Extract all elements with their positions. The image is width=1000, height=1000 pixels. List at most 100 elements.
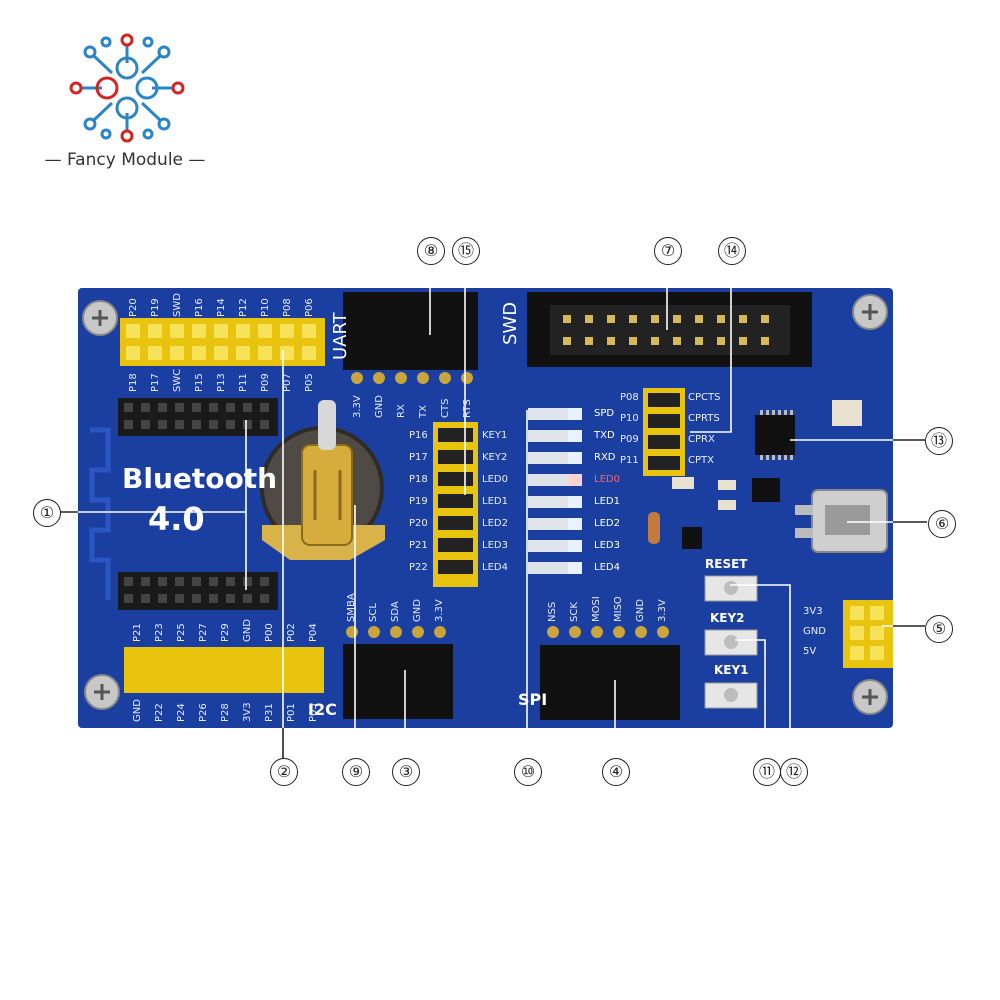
- callout-marker: ⑨: [342, 758, 370, 786]
- chip-pin: [772, 455, 775, 460]
- socket-hole: [192, 403, 201, 412]
- power-pin: [870, 626, 884, 640]
- socket-hole: [260, 577, 269, 586]
- uart-pin-label: CTS: [440, 398, 451, 418]
- power-label: 3V3: [803, 606, 823, 617]
- top-header-lower-label: P09: [260, 373, 271, 392]
- cp-port-label: P11: [620, 455, 639, 466]
- top-header-label: P12: [238, 298, 249, 317]
- spi-pin: [591, 626, 603, 638]
- spi-label: SPI: [518, 690, 548, 709]
- top-header-lower-label: P07: [282, 373, 293, 392]
- jumper-cap: [648, 456, 680, 470]
- socket-hole: [209, 420, 218, 429]
- i2c-label: I2C: [308, 700, 337, 719]
- spi-pin: [613, 626, 625, 638]
- socket-hole: [124, 420, 133, 429]
- header-pin: [148, 346, 162, 360]
- jumper-cap: [438, 472, 473, 486]
- led: [568, 430, 582, 442]
- led: [568, 540, 582, 552]
- led: [568, 562, 582, 574]
- jumper-func-label: KEY1: [482, 430, 508, 441]
- spi-pin: [547, 626, 559, 638]
- uart-pin-label: RTS: [462, 399, 473, 418]
- bottom-header-label: P27: [198, 623, 209, 642]
- socket-hole: [158, 420, 167, 429]
- swd-pin: [629, 337, 637, 345]
- header-pin: [302, 324, 316, 338]
- callout-marker: ④: [602, 758, 630, 786]
- top-header-label: P14: [216, 298, 227, 317]
- header-pin: [258, 324, 272, 338]
- swd-pin: [761, 315, 769, 323]
- top-header-lower-label: P13: [216, 373, 227, 392]
- bottom-header-label: GND: [242, 619, 253, 642]
- jumper-cap: [648, 435, 680, 449]
- swd-pin: [673, 315, 681, 323]
- tact-switch-knob: [724, 635, 738, 649]
- top-header-label: P06: [304, 298, 315, 317]
- led: [568, 408, 582, 420]
- socket-hole: [175, 420, 184, 429]
- swd-pin: [629, 315, 637, 323]
- led-label: LED1: [594, 496, 620, 507]
- bottom-header-lower-label: P31: [264, 703, 275, 722]
- uart-pin-label: 3.3V: [352, 395, 363, 418]
- header-pin: [236, 324, 250, 338]
- socket-hole: [158, 577, 167, 586]
- chip-pin: [790, 455, 793, 460]
- top-header-label: SWD: [172, 293, 183, 317]
- socket-hole: [175, 594, 184, 603]
- callout-marker: ⑬: [925, 427, 953, 455]
- led: [568, 474, 582, 486]
- swd-label: SWD: [500, 301, 521, 345]
- jumper-cap: [438, 494, 473, 508]
- header-pin: [214, 346, 228, 360]
- jumper-cap: [648, 414, 680, 428]
- top-header-lower-label: P17: [150, 373, 161, 392]
- callout-marker: ③: [392, 758, 420, 786]
- led-resistor: [528, 408, 580, 420]
- spi-pin: [569, 626, 581, 638]
- socket-hole: [158, 594, 167, 603]
- jumper-port-label: P18: [409, 474, 428, 485]
- callout-marker: ⑥: [928, 510, 956, 538]
- led: [568, 452, 582, 464]
- led: [568, 496, 582, 508]
- callout-marker: ⑤: [925, 615, 953, 643]
- socket-hole: [124, 577, 133, 586]
- socket-hole: [158, 403, 167, 412]
- i2c-pin-label: SMBA: [346, 593, 357, 622]
- jumper-cap: [438, 450, 473, 464]
- bottom-header-lower-label: GND: [132, 699, 143, 722]
- button-label: KEY2: [710, 611, 745, 625]
- uart-pin: [373, 372, 385, 384]
- swd-pin: [651, 337, 659, 345]
- bottom-header-lower-label: P03: [308, 703, 319, 722]
- top-header-lower-label: P11: [238, 373, 249, 392]
- power-label: 5V: [803, 646, 817, 657]
- top-header-label: P16: [194, 298, 205, 317]
- i2c-pin-label: 3.3V: [434, 599, 445, 622]
- led-label: LED4: [594, 562, 620, 573]
- brand-name: Fancy Module: [66, 150, 184, 170]
- led-resistor: [528, 474, 580, 486]
- bottom-header-label: P00: [264, 623, 275, 642]
- uart-pin-label: GND: [374, 395, 385, 418]
- jumper-cap: [438, 516, 473, 530]
- led-label: RXD: [594, 452, 616, 463]
- i2c-pin: [434, 626, 446, 638]
- spi-pin: [635, 626, 647, 638]
- socket-hole: [243, 594, 252, 603]
- cp-func-label: CPCTS: [688, 392, 721, 403]
- jumper-port-label: P16: [409, 430, 428, 441]
- jumper-port-label: P22: [409, 562, 428, 573]
- socket-hole: [141, 594, 150, 603]
- spi-pin-label: GND: [635, 599, 646, 622]
- callout-marker: ⑦: [654, 237, 682, 265]
- uart-pin: [417, 372, 429, 384]
- callout-marker: ⑩: [514, 758, 542, 786]
- socket-hole: [226, 403, 235, 412]
- chip-pin: [790, 410, 793, 415]
